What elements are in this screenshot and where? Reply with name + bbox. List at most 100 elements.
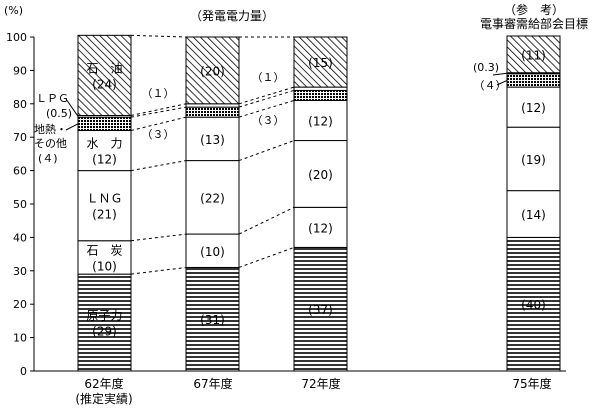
data-label: (10)	[200, 245, 225, 259]
series-label: 石 油	[86, 61, 122, 75]
bar4-geo-label: （４）	[474, 79, 507, 92]
connector-line	[238, 86, 295, 105]
bar-segment	[185, 266, 240, 372]
data-label: (37)	[308, 303, 333, 317]
leader-line	[492, 72, 508, 76]
bar-segment	[506, 73, 561, 88]
data-label: (12)	[308, 115, 333, 129]
y-tick-label: 100	[6, 31, 27, 44]
stacked-bars	[77, 34, 561, 372]
y-tick-label: 80	[13, 98, 27, 111]
y-tick-label: 0	[20, 365, 27, 378]
segment-labels: 原子力(29)石 炭(10)ＬＮＧ(21)水 力(12)石 油(24)(31)(…	[86, 48, 545, 338]
bar-segment	[293, 246, 348, 372]
y-tick-label: 40	[13, 231, 27, 244]
data-label: (11)	[521, 48, 546, 62]
connector-line	[238, 140, 295, 162]
connector-line	[130, 233, 187, 242]
bar-segment	[77, 273, 132, 372]
y-axis-unit: (%)	[4, 4, 23, 17]
data-label: (12)	[92, 153, 117, 167]
bar-segment	[185, 160, 240, 235]
bar2-geo-label: （３）	[142, 128, 175, 141]
bar-segment	[293, 99, 348, 142]
y-axis: 0 10 20 30 40 50 60 70 80 90 100	[6, 31, 566, 378]
bar4-lpg-label: (0.3)	[473, 61, 499, 74]
bar-segment	[185, 233, 240, 268]
lpg-side-value: (0.5)	[46, 107, 72, 120]
category-label-62: 62年度	[84, 376, 123, 391]
bar-segment	[77, 130, 132, 172]
y-tick-label: 10	[13, 332, 27, 345]
y-tick-label: 60	[13, 165, 27, 178]
bar2-lpg-label: （１）	[142, 87, 175, 100]
series-label: 石 炭	[86, 243, 122, 257]
bar3-geo-label: （３）	[252, 114, 285, 127]
chart-title: （発電電力量）	[190, 9, 274, 23]
leader-line	[65, 98, 79, 117]
data-label: (20)	[200, 64, 225, 78]
bar-segment	[506, 86, 561, 128]
bar-segment	[293, 89, 348, 101]
bar-segment	[77, 34, 132, 116]
category-label-67: 67年度	[193, 376, 232, 391]
y-tick-label: 30	[13, 265, 27, 278]
connector-line	[130, 103, 187, 116]
bar-segment	[293, 86, 348, 91]
bar-segment	[293, 206, 348, 248]
bar-segment	[506, 190, 561, 238]
connector-line	[130, 160, 187, 172]
data-label: (29)	[92, 325, 117, 339]
y-tick-label: 70	[13, 131, 27, 144]
connector-line	[238, 246, 295, 268]
data-label: (14)	[521, 208, 546, 222]
data-label: (22)	[200, 191, 225, 205]
series-label: 水 力	[86, 137, 122, 151]
bar-segment	[77, 116, 132, 132]
data-label: (12)	[521, 101, 546, 115]
leader-line	[496, 79, 508, 86]
leader-line	[65, 123, 79, 131]
connector-line	[130, 106, 187, 118]
y-tick-label: 90	[13, 64, 27, 77]
data-label: (20)	[308, 168, 333, 182]
connector-line	[238, 89, 295, 108]
bar-segment	[185, 103, 240, 108]
bar-segment	[293, 140, 348, 208]
bar3-lpg-label: （１）	[252, 71, 285, 84]
data-label: (24)	[92, 77, 117, 91]
connector-line	[130, 266, 187, 275]
y-tick-label: 50	[13, 198, 27, 211]
bar-segment	[506, 236, 561, 372]
bar-segment	[77, 170, 132, 242]
data-label: (15)	[308, 56, 333, 70]
category-label-72: 72年度	[301, 376, 340, 391]
connector-line	[238, 206, 295, 235]
geo-side-label-line2: その他	[34, 137, 67, 150]
data-label: (19)	[521, 153, 546, 167]
data-label: (12)	[308, 221, 333, 235]
reference-title-line2: 電事審需給部会目標	[480, 16, 588, 31]
bar-segment	[293, 36, 348, 88]
bar-segment	[506, 126, 561, 192]
category-note-62: (推定実績)	[75, 391, 132, 406]
y-tick-label: 20	[13, 298, 27, 311]
geo-side-value: (４)	[38, 152, 58, 165]
series-label: ＬＮＧ	[86, 192, 122, 206]
data-label: (31)	[200, 313, 225, 327]
connector-line	[130, 34, 187, 38]
data-label: (13)	[200, 133, 225, 147]
connector-lines	[65, 34, 508, 275]
data-label: (10)	[92, 259, 117, 273]
reference-title-line1: （参 考）	[504, 2, 564, 17]
data-label: (21)	[92, 208, 117, 222]
bar-segment	[185, 116, 240, 162]
bar-segment	[77, 240, 132, 275]
lpg-side-label: ＬＰＧ	[36, 92, 69, 105]
geo-side-label-line1: 地熱・	[34, 123, 67, 136]
bar-segment	[185, 106, 240, 118]
category-label-75: 75年度	[512, 376, 551, 391]
data-label: (40)	[521, 298, 546, 312]
bar-segment	[185, 36, 240, 105]
